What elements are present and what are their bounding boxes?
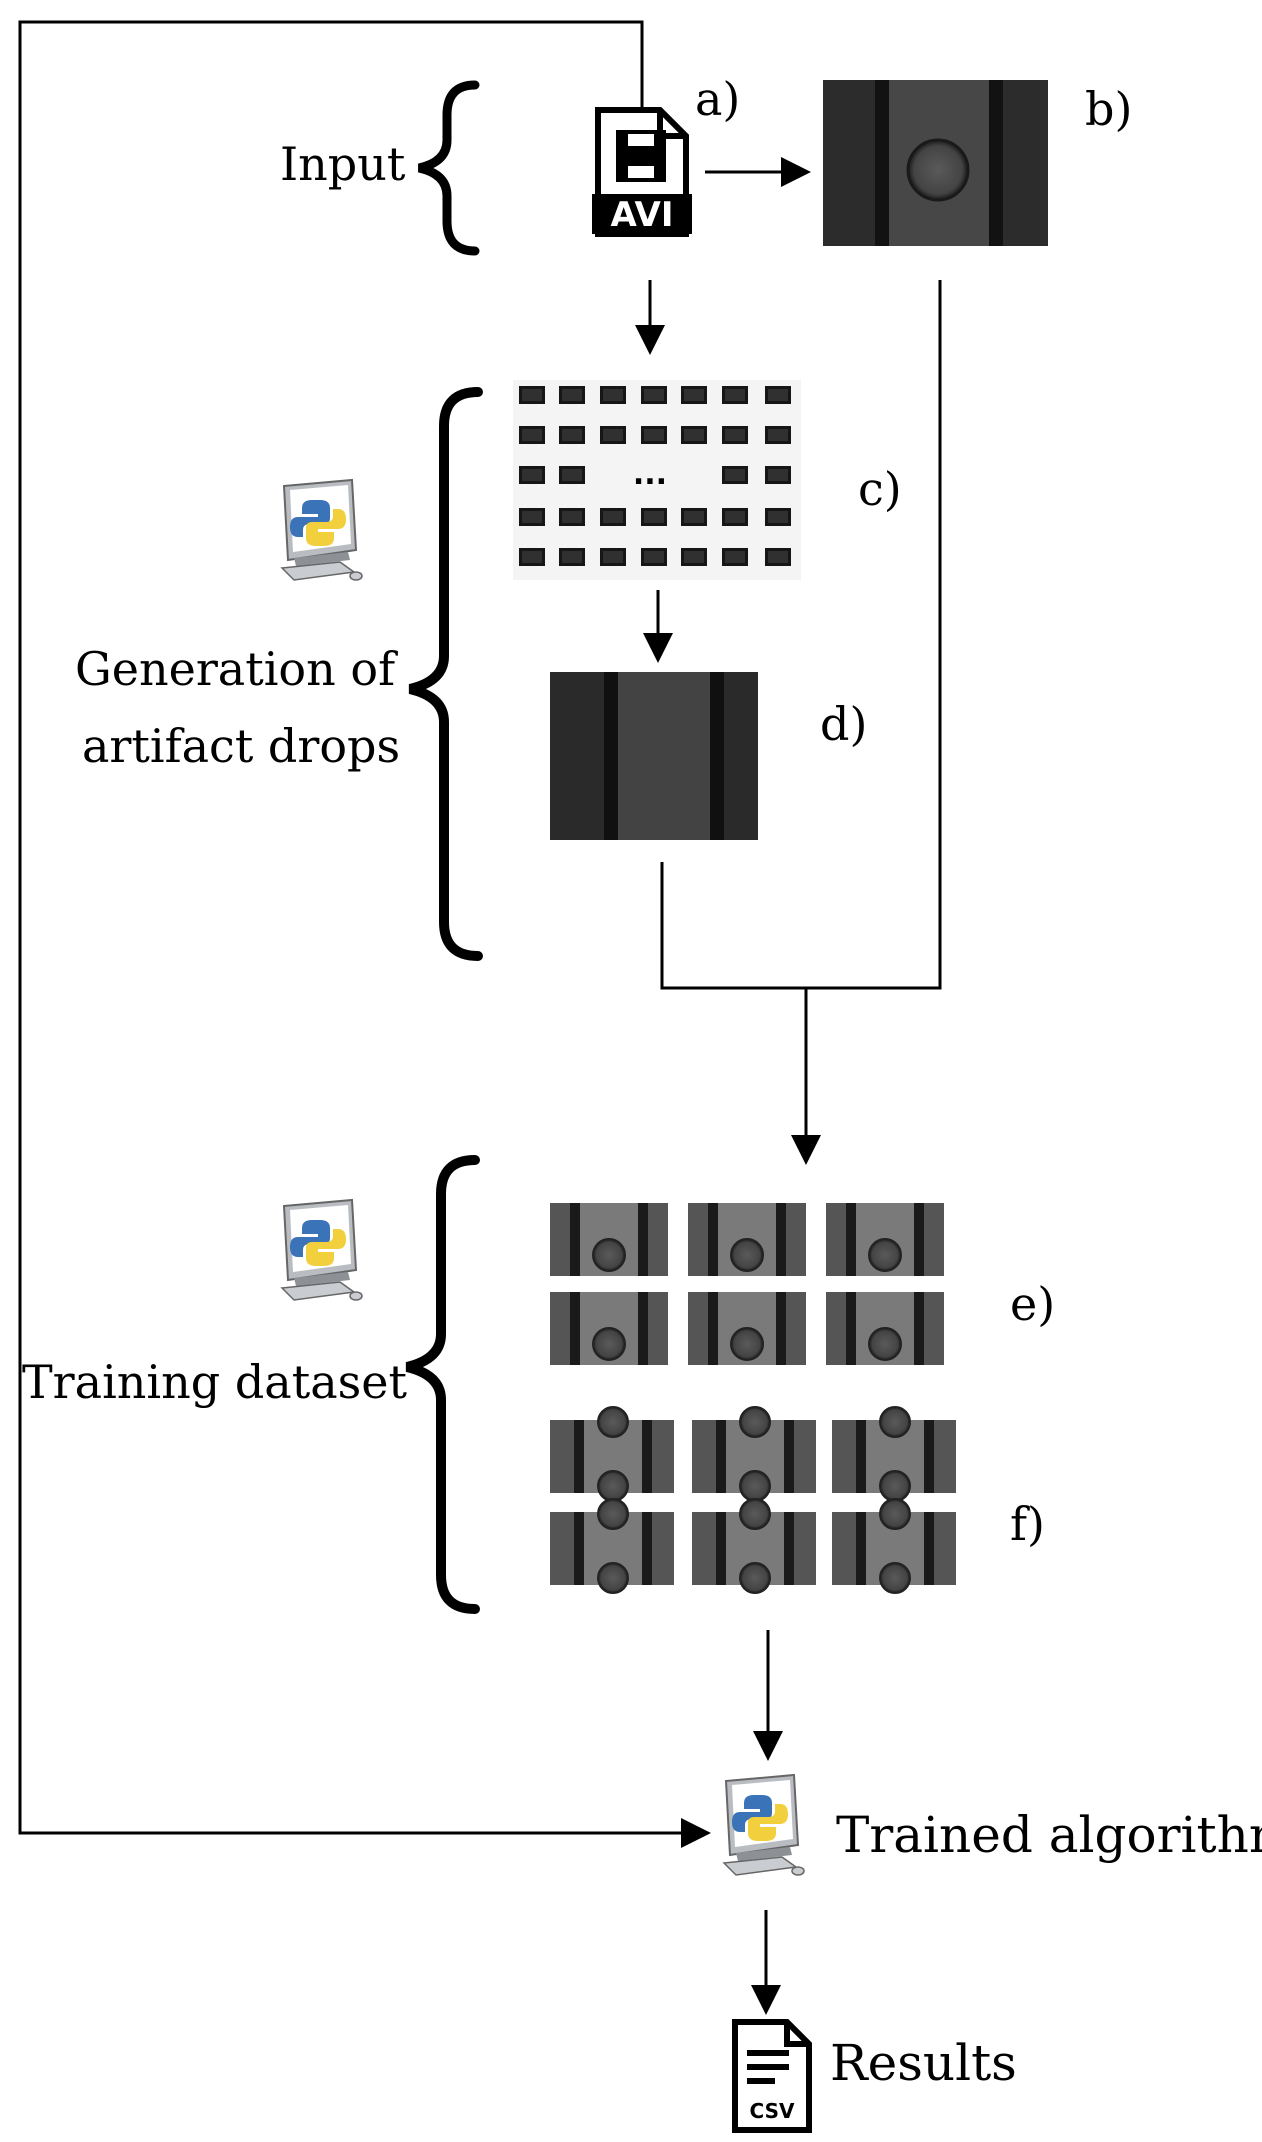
marker-f: f) xyxy=(1010,1497,1045,1551)
avi-text: AVI xyxy=(611,195,674,235)
connector-d-down xyxy=(660,862,806,990)
generation-label-line2: artifact drops xyxy=(82,719,400,773)
dataset-f-thumbnails xyxy=(549,1406,957,1594)
python-computer-icon-trained xyxy=(723,1774,805,1876)
avi-file-icon: AVI xyxy=(592,107,692,237)
results-label: Results xyxy=(830,2034,1017,2092)
frames-grid-c: ... xyxy=(513,380,801,580)
marker-c: c) xyxy=(858,462,902,516)
input-brace xyxy=(417,80,480,256)
generation-brace xyxy=(408,387,483,961)
marker-a: a) xyxy=(695,72,740,126)
dataset-e-thumbnails xyxy=(549,1202,945,1366)
training-dataset-label: Training dataset xyxy=(22,1355,407,1409)
ellipsis: ... xyxy=(633,457,667,492)
frame-b-image xyxy=(823,80,1048,246)
marker-e: e) xyxy=(1010,1277,1055,1331)
marker-b: b) xyxy=(1085,82,1132,136)
csv-file-icon: CSV xyxy=(732,2019,812,2133)
python-computer-icon-training xyxy=(281,1199,363,1301)
feedback-loop-line xyxy=(18,20,711,1848)
frame-d-image xyxy=(550,672,758,840)
python-computer-icon-generation xyxy=(281,479,363,581)
generation-label-line1: Generation of xyxy=(75,642,398,696)
marker-d: d) xyxy=(820,697,867,751)
trained-algorithm-label: Trained algorithm xyxy=(836,1806,1262,1864)
training-brace xyxy=(405,1155,480,1614)
connector-b-down xyxy=(806,280,942,990)
input-label: Input xyxy=(280,137,406,191)
csv-text: CSV xyxy=(750,2099,795,2123)
